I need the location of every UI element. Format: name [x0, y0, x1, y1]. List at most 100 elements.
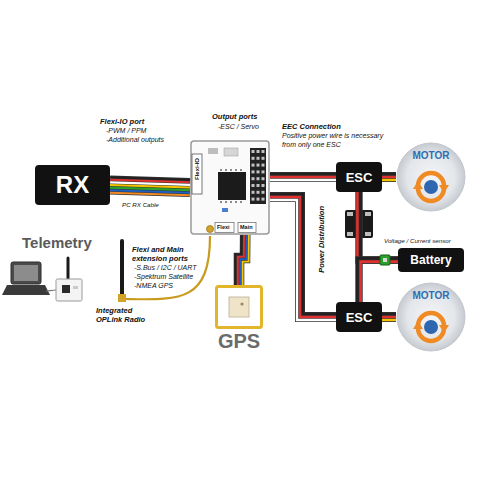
header-pin — [252, 170, 255, 173]
telemetry-chip — [62, 285, 70, 293]
port-note: -Additional outputs — [106, 135, 164, 144]
receiver-label: RX — [56, 173, 89, 197]
header-pin — [262, 157, 265, 160]
wire-label: Power Distribution — [318, 206, 326, 273]
esc-label: ESC — [346, 311, 373, 324]
gps-drawing — [215, 285, 263, 329]
telemetry-antenna — [67, 258, 70, 279]
chip-pin — [235, 169, 237, 171]
chip-pin — [225, 169, 227, 171]
telemetry-module — [46, 258, 82, 301]
gps-module: GPS — [215, 285, 263, 329]
wire-strand — [361, 262, 398, 302]
oplink-antenna — [118, 241, 126, 302]
header-pin — [257, 177, 260, 180]
chip-pin — [220, 169, 222, 171]
motor-outline — [397, 283, 465, 351]
header-pin — [257, 170, 260, 173]
esc-box: ESC — [336, 162, 382, 192]
port-label: Flexi-IO — [194, 158, 200, 180]
port-socket — [215, 223, 234, 233]
header-pin — [257, 198, 260, 201]
header-pin — [252, 191, 255, 194]
laptop-display — [14, 265, 38, 281]
wire-sheath — [382, 312, 396, 322]
laptop-icon — [2, 262, 50, 295]
wire-connector — [270, 194, 336, 320]
antenna-connector — [207, 226, 214, 233]
wire-connector — [382, 174, 396, 180]
wire-connector — [357, 258, 398, 302]
wire-strand — [382, 313, 396, 315]
header-pin — [257, 164, 260, 167]
gps-patch-antenna — [229, 297, 249, 317]
wire-sheath — [359, 192, 398, 260]
wire-connector — [357, 192, 398, 262]
wire-strand — [270, 176, 336, 178]
chip-pin — [230, 201, 232, 203]
wire-strand — [382, 179, 396, 181]
antenna-cable — [126, 236, 210, 299]
motor-label: MOTOR — [396, 291, 466, 301]
port-note: -PWM / PPM — [106, 126, 146, 135]
motor-label: MOTOR — [396, 151, 466, 161]
chip-pin — [230, 169, 232, 171]
label-strip — [192, 154, 202, 194]
header-pin — [262, 170, 265, 173]
battery-box: Battery — [398, 248, 464, 272]
wire-sheath — [359, 260, 398, 302]
board-part — [208, 148, 218, 154]
motor-hub — [424, 180, 438, 194]
rotation-arrow-head — [413, 321, 423, 329]
header-pin — [252, 157, 255, 160]
header-pin — [252, 164, 255, 167]
board-part — [222, 208, 228, 212]
connection-note: Positive power wire is necessary from on… — [282, 131, 390, 149]
port-label: Flexi — [217, 225, 230, 231]
processor-chip — [218, 172, 246, 200]
current-sensor — [380, 255, 390, 265]
pdb-pad — [347, 232, 353, 236]
fc-drawing — [190, 140, 270, 235]
wire-strand — [270, 173, 336, 175]
header-pin — [262, 150, 265, 153]
header-pin — [257, 184, 260, 187]
wire-strand — [243, 235, 249, 285]
flight-controller-board: Flexi-IO Flexi Main — [190, 140, 270, 235]
chip-pin — [240, 169, 242, 171]
pdb-pad — [365, 212, 371, 216]
wire-strand — [270, 194, 336, 314]
laptop-base — [2, 285, 50, 295]
chip-pin — [220, 201, 222, 203]
port-label: Main — [240, 225, 253, 231]
sensor-label: Voltage / Current sensor — [384, 236, 451, 245]
header-pin — [252, 150, 255, 153]
wire-strand — [382, 176, 396, 178]
gps-outline — [217, 287, 262, 328]
board-outline — [191, 141, 269, 234]
gps-label: GPS — [205, 331, 273, 351]
usb-cable — [46, 290, 56, 291]
wire-sheath — [270, 172, 336, 182]
gps-feed — [240, 302, 243, 305]
port-note: -NMEA GPS — [134, 281, 173, 290]
wire-sheath — [382, 172, 396, 182]
port-socket — [238, 223, 256, 233]
esc-label: ESC — [346, 171, 373, 184]
radio-label: Integrated OPLink Radio — [96, 306, 154, 324]
header-pin — [262, 184, 265, 187]
pdb-pad — [347, 212, 353, 216]
wire-connector — [382, 314, 396, 320]
esc-box: ESC — [336, 302, 382, 332]
header-pin — [252, 184, 255, 187]
telemetry-part — [73, 286, 78, 289]
wire-connector — [110, 177, 190, 195]
wire-strand — [382, 319, 396, 321]
chip-pin — [240, 201, 242, 203]
header-pin — [257, 191, 260, 194]
receiver-box: RX — [35, 165, 110, 205]
port-note: -ESC / Servo — [218, 122, 259, 131]
output-header — [250, 148, 266, 204]
wire-connector — [270, 174, 336, 180]
